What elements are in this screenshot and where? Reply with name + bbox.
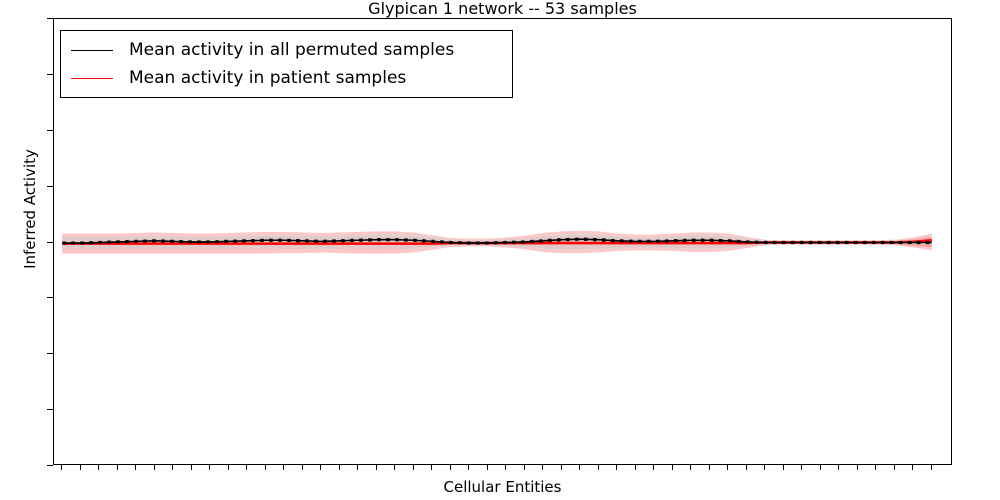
x-tick-mark xyxy=(338,465,340,470)
x-tick-mark xyxy=(375,465,377,470)
data-markers xyxy=(62,237,932,245)
legend-item-patient: Mean activity in patient samples xyxy=(71,64,504,92)
x-tick-mark xyxy=(560,465,562,470)
x-tick-mark xyxy=(61,465,63,470)
x-tick-mark xyxy=(893,465,895,470)
x-tick-mark xyxy=(671,465,673,470)
x-tick-mark xyxy=(135,465,137,470)
legend-item-permuted: Mean activity in all permuted samples xyxy=(71,36,504,64)
x-tick-mark xyxy=(801,465,803,470)
x-tick-mark xyxy=(283,465,285,470)
y-tick-mark xyxy=(47,409,53,411)
x-tick-mark xyxy=(653,465,655,470)
legend-line-swatch-permuted xyxy=(71,49,113,51)
x-tick-mark xyxy=(856,465,858,470)
x-tick-mark xyxy=(930,465,932,470)
x-tick-mark xyxy=(708,465,710,470)
y-tick-mark xyxy=(47,297,53,299)
x-tick-mark xyxy=(153,465,155,470)
x-tick-mark xyxy=(412,465,414,470)
y-tick-mark xyxy=(47,465,53,466)
x-tick-mark xyxy=(616,465,618,470)
x-tick-mark xyxy=(357,465,359,470)
x-tick-mark xyxy=(264,465,266,470)
x-tick-mark xyxy=(505,465,507,470)
x-tick-mark xyxy=(764,465,766,470)
x-tick-mark xyxy=(542,465,544,470)
x-tick-mark xyxy=(209,465,211,470)
x-tick-mark xyxy=(172,465,174,470)
x-tick-mark xyxy=(98,465,100,470)
permuted-point-markers xyxy=(62,237,932,245)
y-tick-mark xyxy=(47,18,53,19)
x-tick-mark xyxy=(523,465,525,470)
y-tick-mark xyxy=(47,129,53,131)
legend-label-permuted: Mean activity in all permuted samples xyxy=(129,40,455,60)
y-tick-mark xyxy=(47,185,53,187)
x-tick-mark xyxy=(116,465,118,470)
x-tick-mark xyxy=(394,465,396,470)
x-tick-mark xyxy=(579,465,581,470)
x-tick-mark xyxy=(431,465,433,470)
x-axis-label: Cellular Entities xyxy=(443,478,562,496)
x-tick-mark xyxy=(875,465,877,470)
chart-title: Glypican 1 network -- 53 samples xyxy=(368,0,637,18)
legend-label-patient: Mean activity in patient samples xyxy=(129,68,407,88)
x-tick-mark xyxy=(912,465,914,470)
x-tick-mark xyxy=(449,465,451,470)
x-tick-mark xyxy=(819,465,821,470)
y-tick-mark xyxy=(47,353,53,355)
x-tick-mark xyxy=(597,465,599,470)
x-tick-mark xyxy=(190,465,192,470)
x-tick-mark xyxy=(727,465,729,470)
x-tick-mark xyxy=(690,465,692,470)
x-tick-mark xyxy=(246,465,248,470)
legend-line-swatch-patient xyxy=(71,77,113,79)
y-axis-label: Inferred Activity xyxy=(21,149,39,269)
chart-legend: Mean activity in all permuted samples Me… xyxy=(60,30,513,98)
x-tick-mark xyxy=(79,465,81,470)
x-tick-mark xyxy=(301,465,303,470)
y-tick-mark xyxy=(47,73,53,75)
x-tick-mark xyxy=(468,465,470,470)
x-tick-mark xyxy=(838,465,840,470)
x-tick-mark xyxy=(227,465,229,470)
x-tick-mark xyxy=(486,465,488,470)
x-tick-mark xyxy=(634,465,636,470)
x-tick-mark xyxy=(782,465,784,470)
x-tick-mark xyxy=(320,465,322,470)
x-tick-mark xyxy=(745,465,747,470)
plot-canvas xyxy=(62,230,932,254)
y-tick-mark xyxy=(47,241,53,243)
